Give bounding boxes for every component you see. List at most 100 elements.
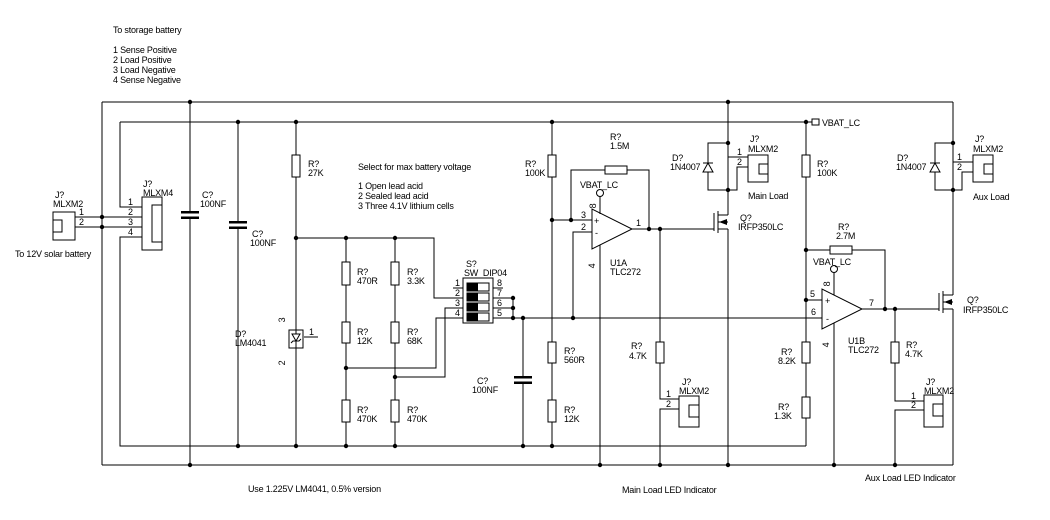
lm4041-body	[288, 329, 304, 349]
r100k-left-value: 100K	[525, 168, 545, 178]
opamp-u1a-triangle	[591, 208, 634, 250]
u1b-pin4: 4	[821, 342, 831, 347]
auxled-conn-ref: J?	[926, 377, 935, 387]
u1a-pin8: 8	[588, 203, 598, 208]
cap1-plate-bottom	[181, 216, 199, 219]
u1a-pin3: 3	[581, 210, 586, 220]
aux-conn-pin2: 2	[957, 162, 962, 172]
dip-pin5: 5	[497, 308, 502, 318]
note-storage-pin4: 4 Sense Negative	[113, 75, 181, 85]
solar-conn-value: MLXM2	[53, 199, 83, 209]
u1a-pin1: 1	[636, 218, 641, 228]
dip-rocker-2-actuator	[467, 293, 478, 301]
lm4041-pin2: 2	[277, 360, 287, 365]
resistor-12k	[341, 321, 351, 344]
junction-dot	[520, 443, 526, 449]
fb2-right	[852, 249, 886, 309]
resistor-100k-left	[547, 154, 557, 178]
aux-connector-key	[983, 163, 994, 175]
r470k-right-ref: R?	[407, 405, 418, 415]
u1a-minus: -	[595, 228, 598, 238]
tap-rail-1	[346, 317, 463, 369]
fb1-right	[627, 169, 650, 229]
r1m5-ref: R?	[610, 132, 621, 142]
r12k-right-ref: R?	[564, 405, 575, 415]
note-storage-pin3: 3 Load Negative	[113, 65, 176, 75]
main-conn-value: MLXM2	[748, 144, 778, 154]
u1b-pin7: 7	[869, 298, 874, 308]
net-label-vbat-u1b: VBAT_LC	[813, 257, 852, 267]
cap2-value: 100NF	[250, 238, 277, 248]
junction-dot	[510, 295, 516, 301]
d1-value: 1N4007	[670, 162, 701, 172]
u1a-pin2: 2	[581, 222, 586, 232]
note-select-title: Select for max battery voltage	[358, 162, 471, 172]
led1-pin1-wire	[659, 363, 679, 400]
main-load-label: Main Load	[748, 191, 788, 201]
note-aux-led: Aux Load LED Indicator	[865, 473, 956, 483]
r560r-ref: R?	[564, 346, 575, 356]
diode-d2-triangle	[929, 161, 941, 173]
u1a-in2-wire	[572, 231, 592, 318]
cap3-plate-bottom	[514, 381, 532, 384]
junction-dot	[549, 443, 555, 449]
d1-ref: D?	[672, 153, 683, 163]
cap3-plate-top	[514, 376, 532, 379]
note-main-led: Main Load LED Indicator	[622, 485, 717, 495]
note-solar: To 12V solar battery	[15, 249, 92, 259]
resistor-2.7m	[829, 245, 853, 255]
net-label-vbat-u1a: VBAT_LC	[580, 180, 619, 190]
note-select-2: 2 Sealed lead acid	[358, 191, 429, 201]
resistor-4.7k-main	[655, 341, 665, 364]
lm4041-pin3: 3	[277, 317, 287, 322]
auxled-pin1: 1	[911, 391, 916, 401]
junction-dot	[657, 226, 663, 232]
cap2-plate-top	[229, 221, 247, 224]
dip-switch-body	[462, 277, 494, 324]
junction-dot	[392, 374, 398, 380]
d1-lead-b	[707, 172, 728, 191]
r100k-right-ref: R?	[817, 159, 828, 169]
junction-dot	[293, 235, 299, 241]
r560r-value: 560R	[564, 355, 585, 365]
q2-value: IRFP350LC	[963, 305, 1009, 315]
junction-dot	[549, 119, 555, 125]
junction-dot	[99, 214, 105, 220]
r27k-value: 27K	[308, 168, 324, 178]
r4k7-aux-ref: R?	[906, 340, 917, 350]
main-conn-pin2: 2	[737, 157, 742, 167]
mainled-conn-value: MLXM2	[679, 386, 709, 396]
aux-conn-pin1: 1	[957, 152, 962, 162]
storage-pin1-wire	[119, 122, 142, 208]
storage-pin3: 3	[128, 217, 133, 227]
r1k3-ref: R?	[778, 402, 789, 412]
junction-dot	[510, 315, 516, 321]
r470r-value: 470R	[357, 276, 378, 286]
junction-dot	[950, 187, 956, 193]
note-storage-pin1: 1 Sense Positive	[113, 45, 177, 55]
junction-dot	[235, 119, 241, 125]
dip-pin7: 7	[497, 288, 502, 298]
dip-value: SW_DIP04	[464, 268, 507, 278]
resistor-4.7k-aux	[890, 341, 900, 364]
u1b-power-flag-circle	[830, 265, 838, 273]
ref-rail	[296, 237, 463, 299]
junction-dot	[392, 235, 398, 241]
junction-dot	[725, 140, 731, 146]
tap-rail-2	[395, 307, 463, 378]
led2-pin2-wire	[894, 409, 924, 465]
dip-pin6: 6	[497, 298, 502, 308]
mainled-conn-ref: J?	[682, 377, 691, 387]
aux-conn-pin2-wire	[953, 171, 973, 191]
r4k7-aux-value: 4.7K	[905, 349, 923, 359]
dip-pin3: 3	[455, 298, 460, 308]
lm4041-pin1: 1	[309, 327, 314, 337]
r2m7-value: 2.7M	[836, 231, 855, 241]
r470r-ref: R?	[357, 267, 368, 277]
resistor-3.3k	[390, 261, 400, 286]
q2-ref: Q?	[967, 295, 979, 305]
dip-pin1: 1	[455, 278, 460, 288]
cap2-plate-bottom	[229, 226, 247, 229]
storage-pin1: 1	[128, 197, 133, 207]
